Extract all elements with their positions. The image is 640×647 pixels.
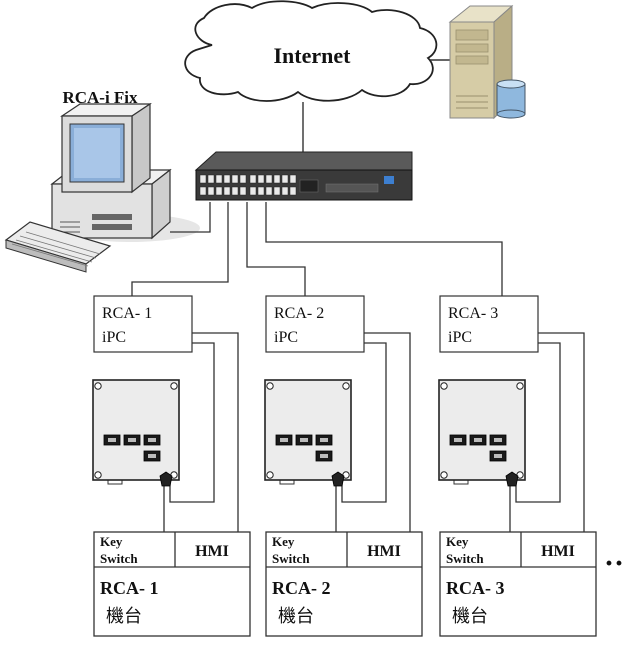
internet-label: Internet bbox=[274, 43, 352, 68]
hmi-label: HMI bbox=[195, 543, 229, 560]
key-switch-label: Switch bbox=[272, 551, 310, 566]
screw-icon bbox=[94, 471, 102, 479]
switch-port bbox=[215, 174, 223, 184]
machine-type: 機台 bbox=[278, 606, 314, 626]
screw-icon bbox=[266, 471, 274, 479]
continuation-dots: ·· bbox=[604, 547, 624, 580]
key-switch-icon bbox=[505, 471, 519, 487]
switch-port bbox=[249, 186, 257, 196]
control-panel-icon bbox=[92, 379, 180, 487]
switch-port bbox=[289, 174, 297, 184]
switch-port bbox=[239, 186, 247, 196]
machine-type: 機台 bbox=[106, 606, 142, 626]
switch-port bbox=[231, 186, 239, 196]
switch-port bbox=[281, 186, 289, 196]
switch-ports bbox=[199, 174, 297, 196]
screw-icon bbox=[516, 382, 524, 390]
screw-icon bbox=[440, 471, 448, 479]
switch-port bbox=[207, 186, 215, 196]
switch-port bbox=[273, 174, 281, 184]
screw-icon bbox=[266, 382, 274, 390]
switch-port bbox=[265, 186, 273, 196]
key-switch-icon bbox=[159, 471, 173, 487]
key-switch-label: Key bbox=[446, 534, 469, 549]
key-switch-label: Key bbox=[100, 534, 123, 549]
screw-icon bbox=[440, 382, 448, 390]
ipc-name: RCA- 2 bbox=[274, 305, 324, 322]
switch-port bbox=[249, 174, 257, 184]
switch-port bbox=[273, 186, 281, 196]
switch-port bbox=[199, 174, 207, 184]
control-panel-icon bbox=[264, 379, 352, 487]
unit-wires bbox=[335, 332, 411, 532]
switch-port bbox=[289, 186, 297, 196]
unit-wires bbox=[163, 332, 239, 532]
ipc-name: RCA- 1 bbox=[102, 305, 152, 322]
machine-name: RCA- 2 bbox=[272, 578, 331, 598]
key-switch-icon bbox=[331, 471, 345, 487]
internet-cloud: Internet bbox=[184, 0, 438, 102]
key-switch-label: Switch bbox=[446, 551, 484, 566]
machine-type: 機台 bbox=[452, 606, 488, 626]
key-switch-label: Key bbox=[272, 534, 295, 549]
hmi-label: HMI bbox=[367, 543, 401, 560]
switch-port bbox=[199, 186, 207, 196]
database-icon bbox=[496, 79, 526, 119]
network-switch-icon bbox=[194, 151, 413, 201]
unit-wires bbox=[509, 332, 585, 532]
screw-icon bbox=[170, 382, 178, 390]
ipc-box: RCA- 3 iPC bbox=[439, 295, 539, 353]
switch-port bbox=[223, 186, 231, 196]
key-switch-label: Switch bbox=[100, 551, 138, 566]
network-wires bbox=[131, 202, 503, 296]
switch-port bbox=[223, 174, 231, 184]
switch-port bbox=[265, 174, 273, 184]
hmi-label: HMI bbox=[541, 543, 575, 560]
ipc-box: RCA- 1 iPC bbox=[93, 295, 193, 353]
switch-port bbox=[257, 174, 265, 184]
ipc-name: RCA- 3 bbox=[448, 305, 498, 322]
switch-port bbox=[281, 174, 289, 184]
computer-icon bbox=[4, 102, 200, 273]
pc-label: RCA-i Fix bbox=[62, 88, 138, 107]
ipc-type: iPC bbox=[102, 329, 126, 346]
screw-icon bbox=[94, 382, 102, 390]
machine-name: RCA- 1 bbox=[100, 578, 159, 598]
ipc-type: iPC bbox=[274, 329, 298, 346]
switch-port bbox=[239, 174, 247, 184]
server-icon bbox=[448, 4, 526, 120]
ipc-type: iPC bbox=[448, 329, 472, 346]
screw-icon bbox=[342, 382, 350, 390]
control-panel-icon bbox=[438, 379, 526, 487]
switch-port bbox=[215, 186, 223, 196]
switch-port bbox=[231, 174, 239, 184]
ipc-box: RCA- 2 iPC bbox=[265, 295, 365, 353]
switch-port bbox=[207, 174, 215, 184]
machine-name: RCA- 3 bbox=[446, 578, 505, 598]
switch-port bbox=[257, 186, 265, 196]
